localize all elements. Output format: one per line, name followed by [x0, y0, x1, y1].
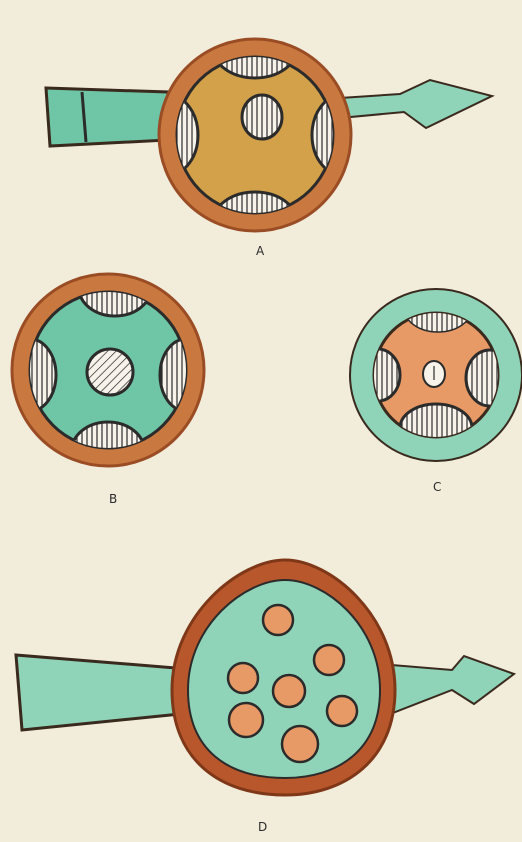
figure-d-bundle-2 — [228, 663, 258, 693]
figure-d-bundle-3 — [314, 645, 344, 675]
figure-a-label: A — [256, 244, 265, 258]
figure-a-bundle-center — [242, 95, 282, 139]
figure-b — [4, 260, 212, 478]
figure-c-label: C — [433, 480, 442, 494]
figure-d-label: D — [258, 820, 268, 834]
figure-b-label: B — [109, 492, 118, 506]
figure-d-bundle-5 — [229, 703, 263, 737]
figure-a-stalk-left — [46, 88, 168, 146]
figure-d-stalk-right — [380, 656, 514, 718]
figure-a — [46, 18, 492, 252]
figure-b-bundle-center — [87, 349, 133, 395]
figure-d — [16, 560, 514, 795]
figure-d-bundle-6 — [327, 696, 357, 726]
figure-a-stalk-right — [340, 80, 492, 128]
figure-d-bundle-1 — [263, 605, 293, 635]
figure-d-bundle-7 — [282, 726, 318, 762]
figure-c — [350, 284, 522, 461]
figure-d-bundle-4 — [273, 675, 305, 707]
